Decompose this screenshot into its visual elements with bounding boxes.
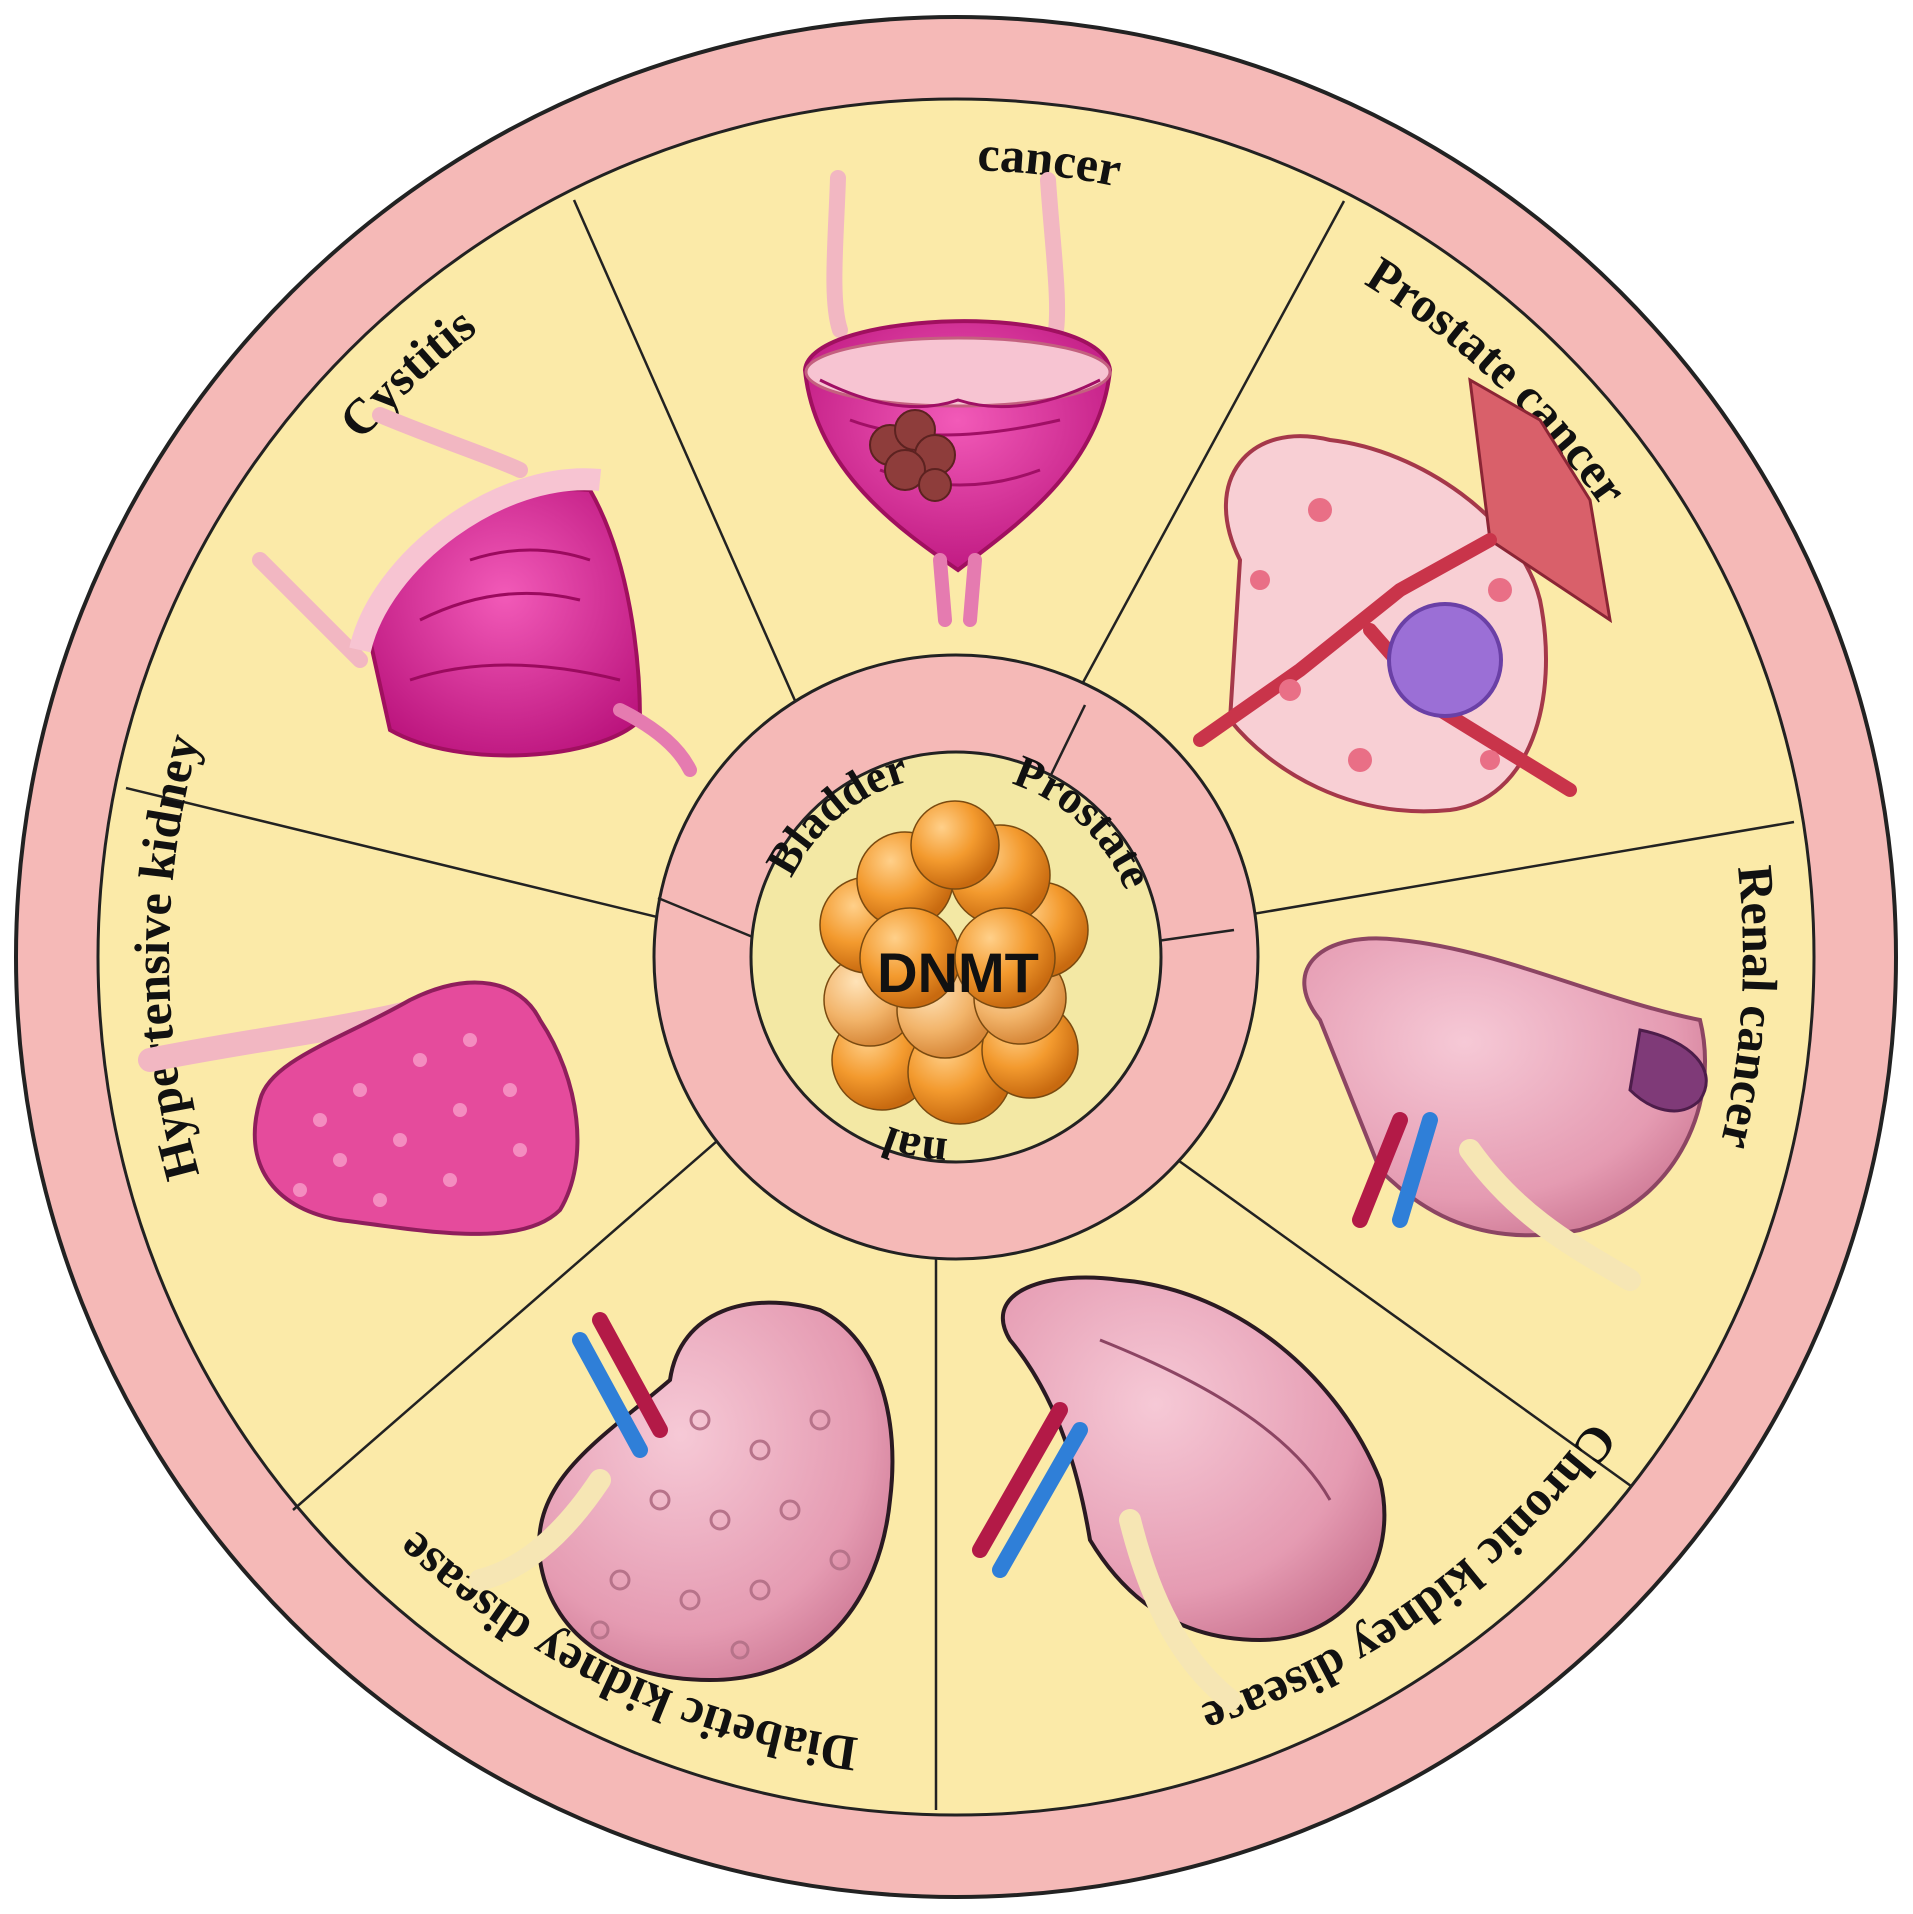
center-label-dnmt: DNMT bbox=[877, 941, 1039, 1004]
dnmt-sphere-cluster bbox=[819, 800, 1089, 1125]
prostate-cancer-illustration bbox=[1193, 377, 1613, 814]
diabetic-kidney-illustration bbox=[469, 1300, 895, 1683]
prostate-tumor-cell bbox=[1387, 602, 1503, 718]
cystitis-illustration bbox=[252, 407, 697, 777]
bladder-cancer-illustration bbox=[802, 170, 1113, 627]
hypertensive-kidney-illustration bbox=[138, 980, 580, 1236]
tumor-mass bbox=[869, 409, 956, 502]
renal-cancer-illustration bbox=[1302, 936, 1708, 1291]
chronic-kidney-illustration bbox=[972, 1275, 1387, 1711]
sector-dividers bbox=[125, 199, 1795, 1810]
organ-ring-dividers bbox=[657, 704, 1235, 944]
